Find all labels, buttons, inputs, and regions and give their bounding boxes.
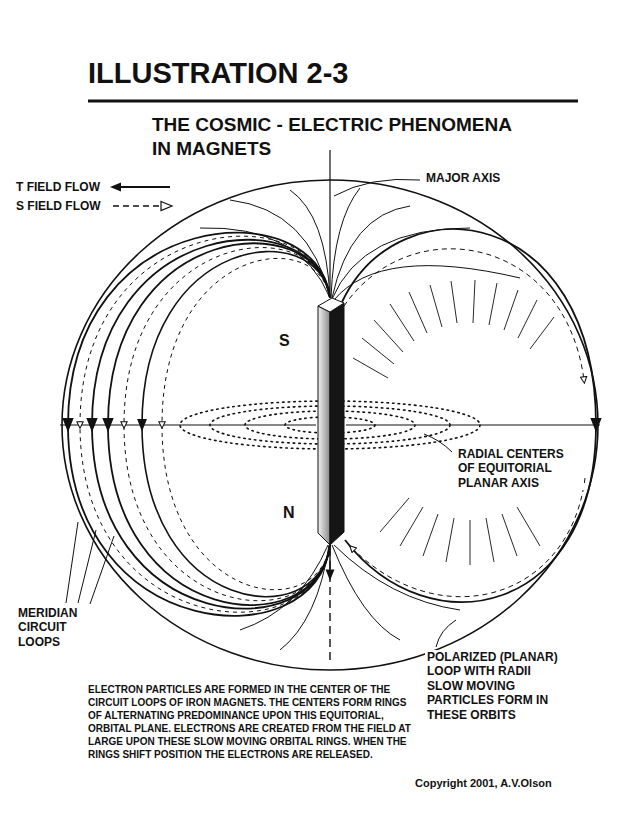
equatorial-axis	[346, 424, 600, 425]
t-field-loop	[142, 252, 330, 597]
s-field-loop	[344, 249, 584, 380]
legend-text: T FIELD FLOW	[16, 180, 100, 194]
fan-line	[290, 190, 330, 298]
leader-line	[66, 522, 78, 603]
meridian-leaders	[66, 522, 114, 604]
fan-line	[280, 545, 329, 650]
loop-radii	[353, 280, 554, 565]
radius-line	[430, 285, 442, 327]
callout-label: MERIDIAN CIRCUIT LOOPS	[16, 606, 102, 649]
legend-line	[113, 205, 161, 206]
radius-line	[489, 283, 497, 325]
leader-line	[90, 536, 114, 604]
callout-label: RADIAL CENTERS OF EQUITORIAL PLANAR AXIS	[456, 447, 584, 490]
equatorial-axis	[60, 424, 316, 425]
legend-text: S FIELD FLOW	[16, 199, 101, 213]
radius-line	[390, 304, 414, 341]
fan-line	[332, 228, 470, 299]
meridian-loops	[68, 233, 330, 616]
major-axis-lower	[329, 548, 330, 662]
fan-line	[332, 545, 400, 640]
legend-arrowhead	[161, 202, 172, 211]
fan-line	[200, 228, 330, 298]
radius-line	[380, 498, 409, 532]
magnet-face	[330, 303, 344, 545]
radius-line	[451, 281, 457, 323]
radius-line	[502, 514, 517, 556]
radius-line	[374, 320, 403, 352]
radius-line	[486, 518, 494, 562]
subtitle: THE COSMIC - ELECTRIC PHENOMENA IN MAGNE…	[152, 113, 524, 161]
leader-line	[334, 179, 420, 196]
copyright-note: Copyright 2001, A.V.Olson	[415, 777, 552, 790]
radius-line	[400, 507, 423, 546]
leader-line	[436, 620, 456, 647]
leader-line	[424, 434, 452, 452]
legend-row: T FIELD FLOW	[16, 180, 174, 194]
s-field-loop	[124, 248, 330, 601]
pole-label: S	[279, 331, 290, 350]
t-field-loop	[108, 243, 330, 605]
callout-label: POLARIZED (PLANAR) LOOP WITH RADII SLOW …	[425, 650, 571, 722]
fan-line	[230, 200, 330, 298]
legend-line	[118, 186, 170, 188]
magnet-face	[318, 306, 330, 545]
radius-line	[530, 317, 554, 349]
radius-line	[504, 290, 518, 330]
radius-line	[423, 514, 438, 556]
radius-line	[362, 338, 394, 364]
t-field-loop	[92, 240, 330, 609]
pole-label: N	[283, 503, 295, 522]
t-field-loop	[68, 233, 330, 616]
leader-line	[78, 530, 96, 603]
fan-line	[240, 545, 328, 630]
magnet-top	[318, 298, 344, 312]
radius-line	[518, 300, 537, 338]
title-rule	[88, 100, 578, 103]
radius-line	[353, 358, 388, 378]
legend-sample	[108, 181, 174, 193]
caption-text: ELECTRON PARTICLES ARE FORMED IN THE CEN…	[88, 683, 413, 761]
radius-line	[409, 292, 427, 333]
s-field-loop	[80, 236, 330, 612]
radius-line	[517, 507, 540, 546]
figure-title: ILLUSTRATION 2-3	[88, 56, 348, 91]
s-field-loop	[352, 478, 585, 597]
axis-label: MAJOR AXIS	[424, 171, 502, 185]
legend-arrowhead	[110, 183, 121, 192]
bar-magnet	[318, 298, 344, 545]
legend-row: S FIELD FLOW	[16, 199, 175, 213]
radius-line	[446, 518, 454, 562]
pole-fan-lines	[200, 188, 520, 650]
legend-sample	[109, 200, 175, 212]
radius-line	[470, 520, 471, 565]
radius-line	[473, 280, 475, 323]
major-axis	[329, 150, 330, 298]
